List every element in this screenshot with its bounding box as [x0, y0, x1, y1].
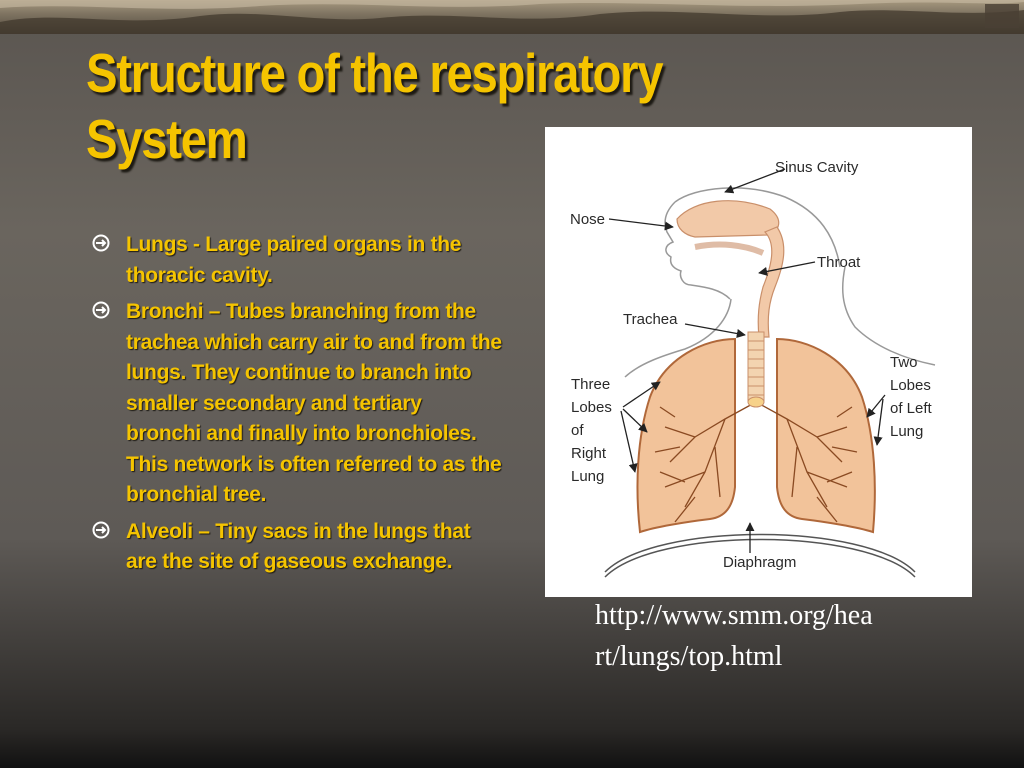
bullet-item: Bronchi – Tubes branching from the trach…: [92, 297, 502, 511]
label-throat: Throat: [817, 254, 861, 271]
svg-text:Lobes: Lobes: [890, 377, 931, 394]
svg-text:of Left: of Left: [890, 400, 933, 417]
source-url[interactable]: http://www.smm.org/hea rt/lungs/top.html: [595, 595, 955, 677]
neck-outline: [841, 266, 936, 366]
carina: [747, 396, 765, 408]
bullet-text: Lungs - Large paired organs in the thora…: [126, 233, 462, 287]
left-lung: [776, 337, 876, 534]
bullet-list: Lungs - Large paired organs in the thora…: [92, 230, 502, 584]
svg-text:Lung: Lung: [571, 468, 604, 485]
arrow-circle-icon: [92, 301, 110, 319]
head-outline: [674, 187, 841, 268]
label-diaphragm: Diaphragm: [723, 554, 796, 571]
neck-outline-left: [624, 298, 732, 378]
throat-passage: [757, 226, 785, 338]
banner-texture: [0, 0, 1024, 34]
right-lung: [636, 337, 736, 534]
svg-text:Right: Right: [571, 445, 607, 462]
source-url-line-2[interactable]: rt/lungs/top.html: [595, 641, 783, 672]
bullet-item: Lungs - Large paired organs in the thora…: [92, 230, 502, 291]
arrow-circle-icon: [92, 234, 110, 252]
respiratory-diagram: Sinus Cavity Nose Throat Trachea Three L…: [545, 127, 972, 597]
svg-text:Three: Three: [571, 376, 610, 393]
slide-title: Structure of the respiratory System: [86, 42, 664, 170]
bullet-text: Alveoli – Tiny sacs in the lungs that ar…: [126, 519, 471, 574]
svg-text:of: of: [571, 422, 584, 439]
svg-text:Lobes: Lobes: [571, 399, 612, 416]
diaphragm: [604, 533, 916, 573]
mouth-passage: [694, 241, 765, 256]
svg-text:Two: Two: [890, 354, 918, 371]
trachea: [747, 331, 765, 403]
label-nose: Nose: [570, 211, 605, 228]
respiratory-illustration: Sinus Cavity Nose Throat Trachea Three L…: [570, 159, 936, 578]
label-left-lung: Two Lobes of Left Lung: [890, 354, 933, 440]
arrow-circle-icon: [92, 521, 110, 538]
bullet-item: Alveoli – Tiny sacs in the lungs that ar…: [92, 517, 502, 578]
svg-text:Lung: Lung: [890, 423, 923, 440]
sinus-cavity: [676, 200, 780, 238]
decorative-banner: [0, 0, 1024, 34]
bronchial-tree: [654, 401, 858, 523]
label-right-lung: Three Lobes of Right Lung: [571, 376, 612, 485]
label-trachea: Trachea: [623, 311, 678, 328]
source-url-line-1[interactable]: http://www.smm.org/hea: [595, 600, 873, 631]
label-sinus-cavity: Sinus Cavity: [775, 159, 859, 176]
bullet-text: Bronchi – Tubes branching from the trach…: [126, 300, 502, 506]
